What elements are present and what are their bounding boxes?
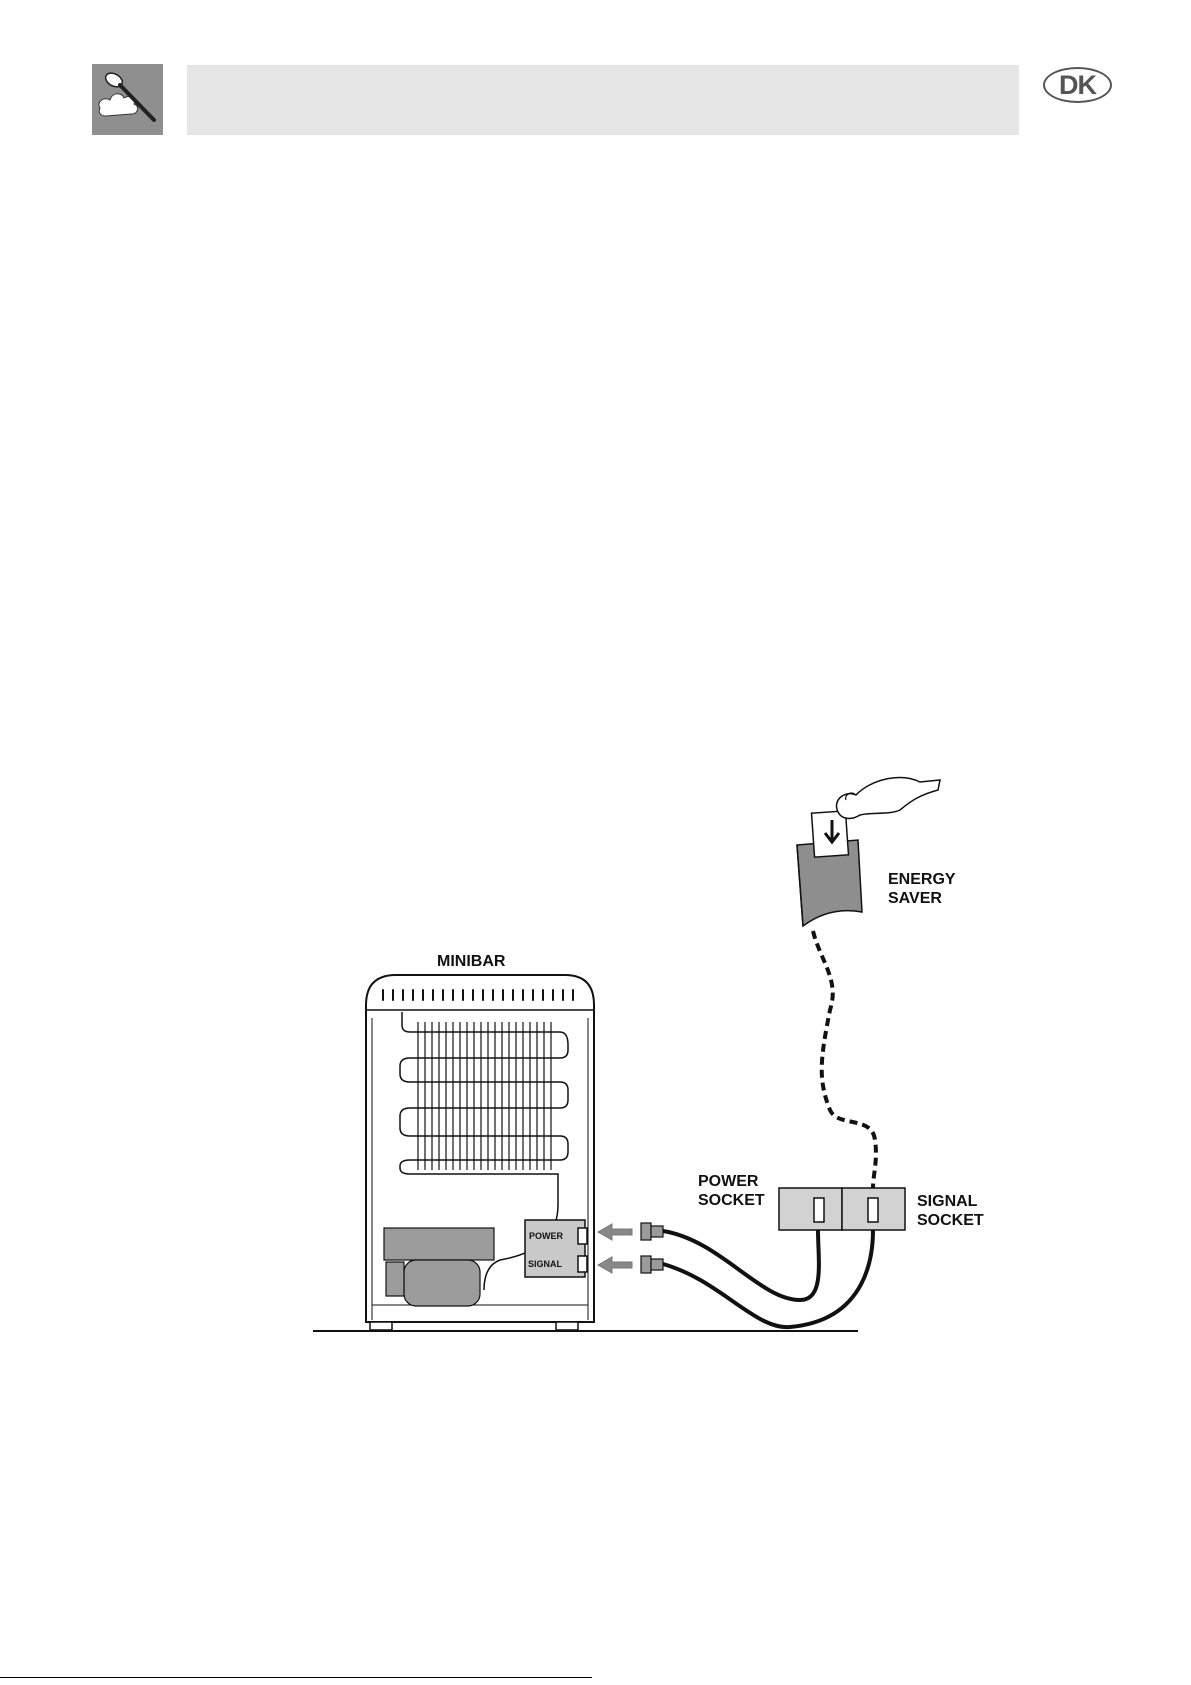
power-socket-label-line1: POWER [698, 1173, 759, 1190]
minibar-cabinet [366, 975, 594, 1330]
minibar-power-label: POWER [529, 1231, 564, 1241]
minibar-label: MINIBAR [437, 953, 506, 970]
footer-line [0, 1677, 592, 1678]
power-cable [663, 1230, 819, 1300]
minibar-signal-label: SIGNAL [528, 1259, 563, 1269]
energy-saver-cable [813, 931, 876, 1188]
signal-plug [641, 1256, 663, 1273]
wall-sockets [779, 1188, 905, 1230]
power-arrow [598, 1224, 632, 1240]
signal-socket-label-line2: SOCKET [917, 1212, 984, 1229]
signal-arrow [598, 1257, 632, 1273]
energy-saver-label-line2: SAVER [888, 890, 942, 907]
power-socket-label-line2: SOCKET [698, 1192, 765, 1209]
signal-socket-label-line1: SIGNAL [917, 1193, 978, 1210]
power-plug [641, 1223, 663, 1240]
energy-saver-label-line1: ENERGY [888, 871, 956, 888]
signal-cable [663, 1230, 873, 1327]
